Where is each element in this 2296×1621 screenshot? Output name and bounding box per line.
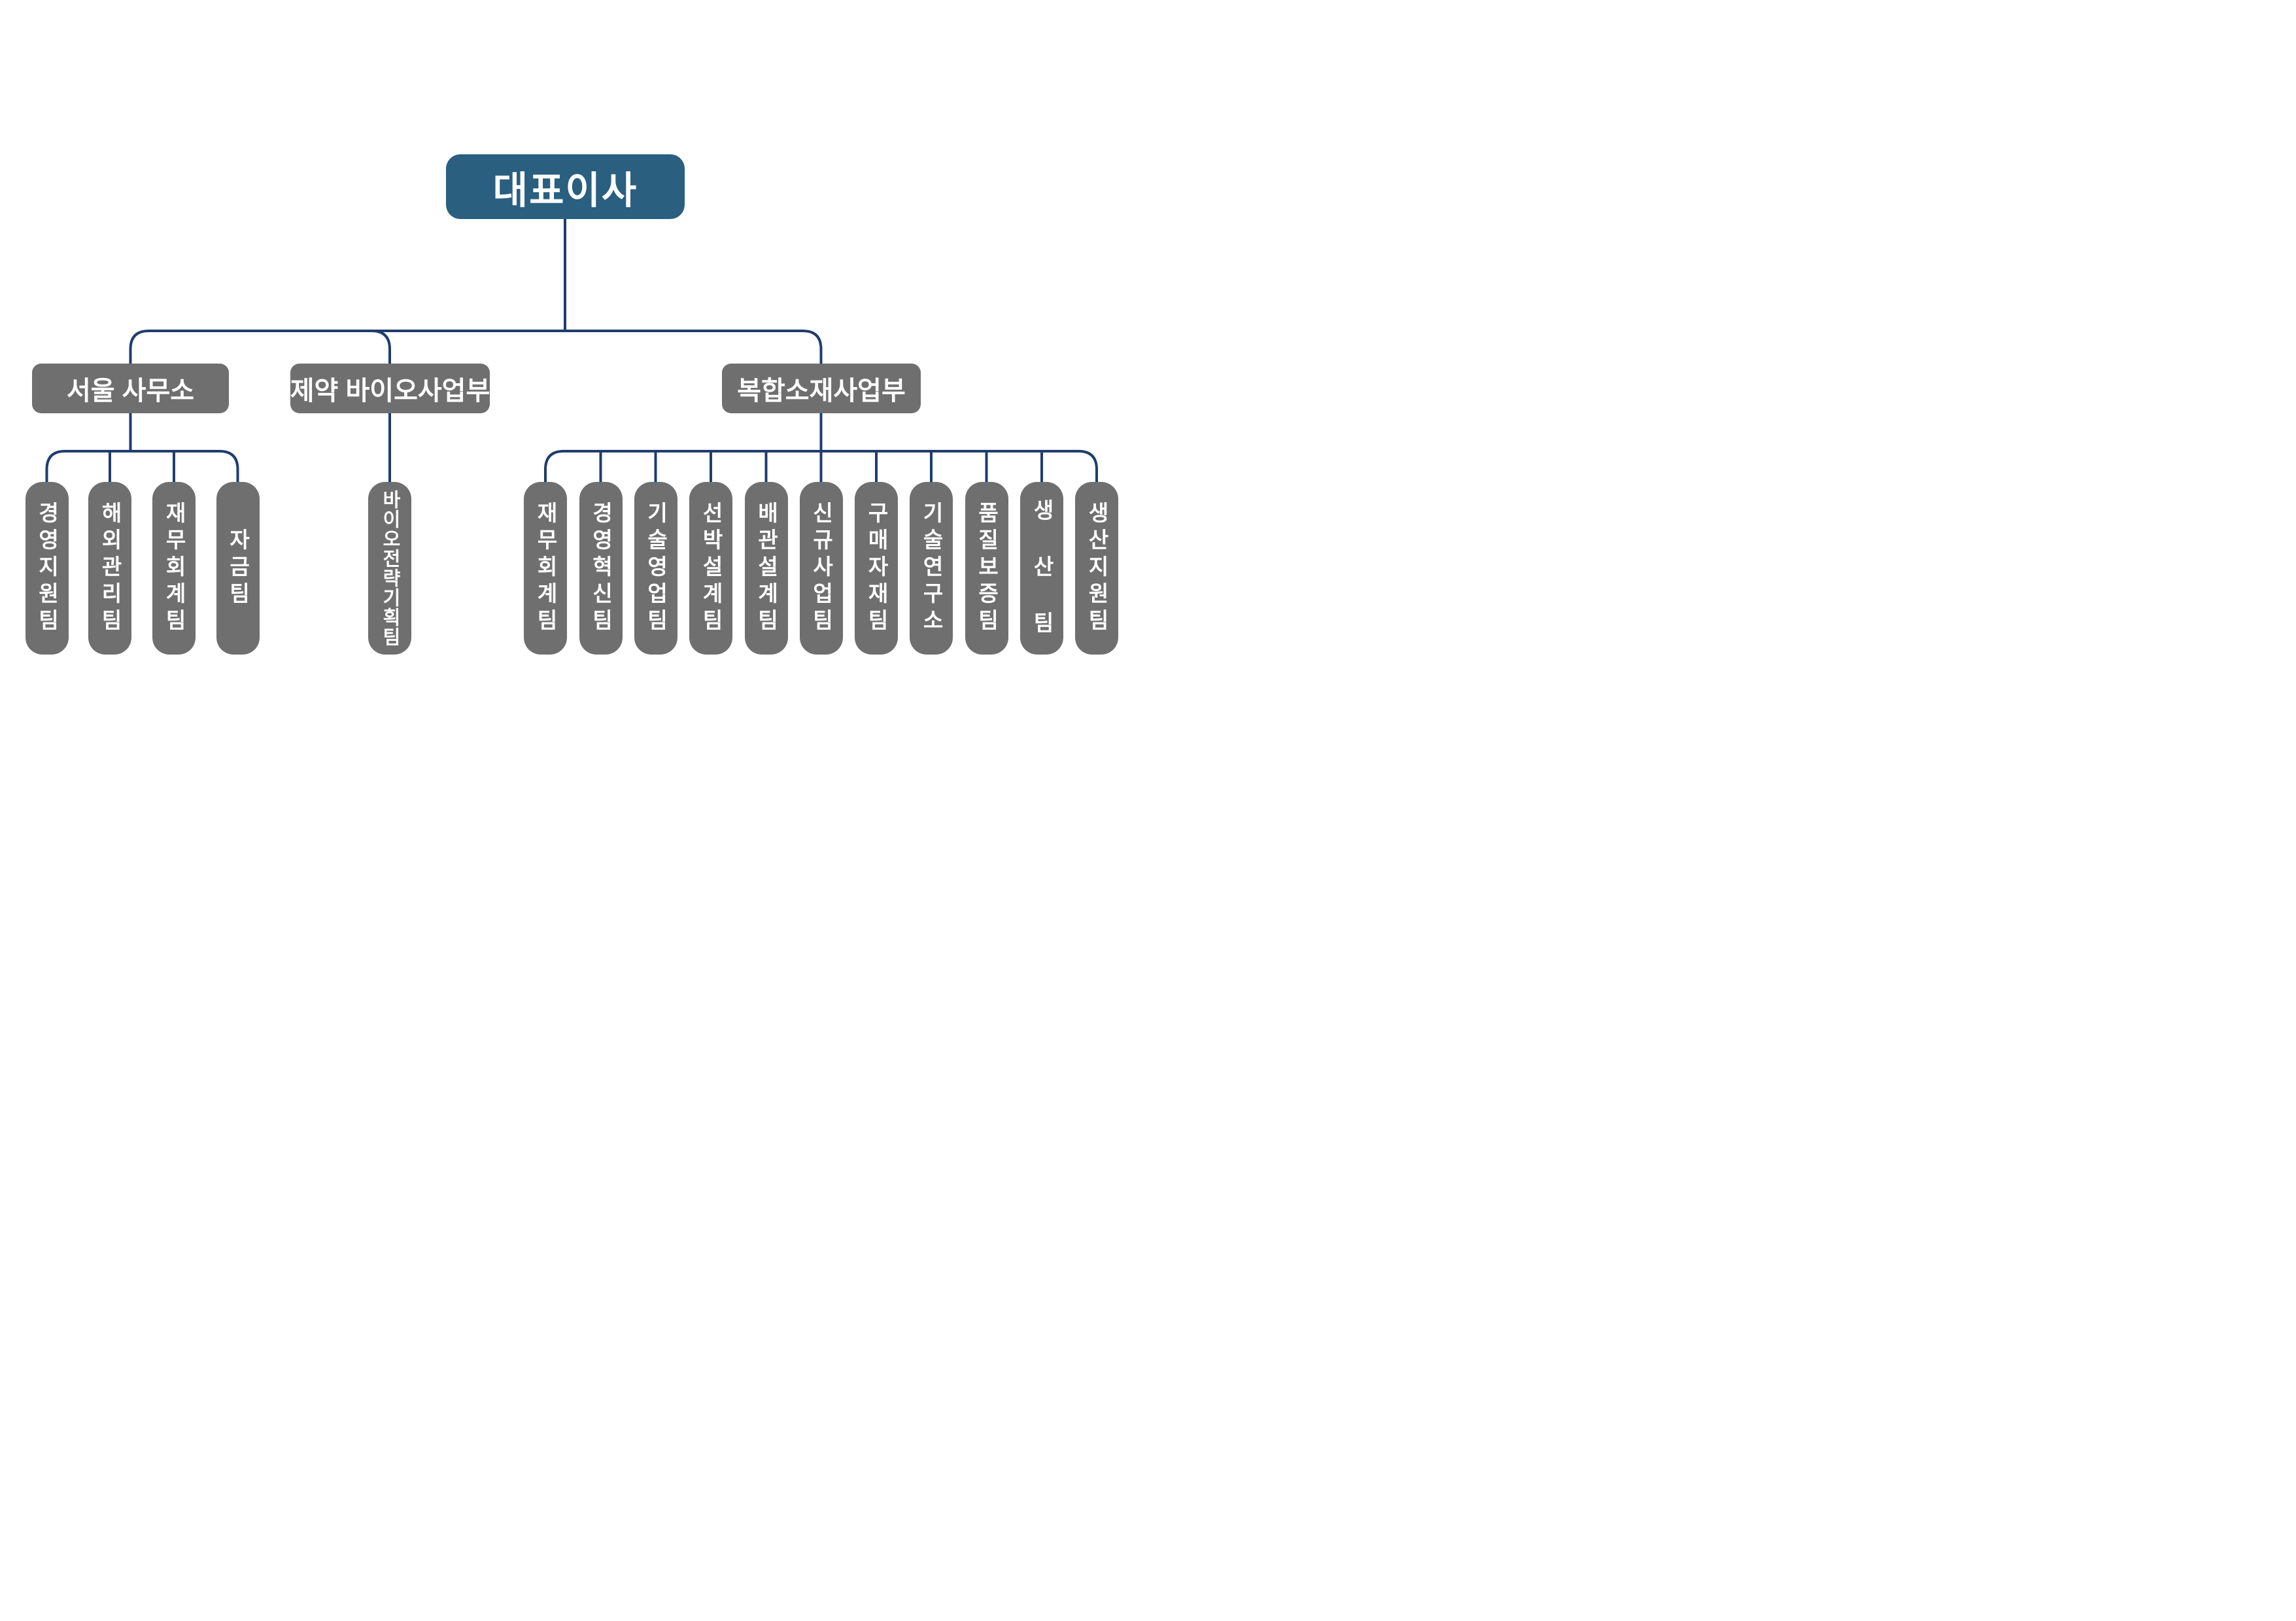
division-label: 제약 바이오사업부 [290,377,490,405]
team-label: 재무회계팀 [162,501,186,636]
org-node-team: 구매자재팀 [855,482,898,655]
org-node-team: 재무회계팀 [524,482,567,655]
org-node-team: 바이오전략기획팀 [368,482,411,655]
org-node-team: 경영지원팀 [25,482,69,655]
team-label: 자금팀 [226,528,250,609]
connector-lines [45,219,1098,482]
team-label: 경영지원팀 [35,501,60,636]
org-node-team: 선박설계팀 [689,482,732,655]
team-label: 재무회계팀 [534,501,558,636]
team-label: 경영혁신팀 [589,501,613,636]
team-label: 배관설계팀 [754,501,779,636]
org-node-division-seoul-office: 서울 사무소 [32,364,229,413]
org-node-ceo: 대표이사 [446,154,685,219]
org-node-team: 해외관리팀 [88,482,131,655]
division-label: 복합소재사업부 [737,377,906,405]
org-node-team: 배관설계팀 [744,482,788,655]
team-label: 기술연구소 [919,501,944,636]
org-node-division-composite-materials: 복합소재사업부 [722,364,921,413]
org-node-ceo-label: 대표이사 [492,169,638,212]
org-node-team: 생 산 팀 [1020,482,1063,655]
team-label: 바이오전략기획팀 [379,490,400,647]
org-node-team: 재무회계팀 [152,482,196,655]
team-label: 선박설계팀 [699,501,723,636]
team-label: 기술영업팀 [643,501,668,636]
org-node-team: 기술영업팀 [634,482,677,655]
team-label: 구매자재팀 [865,501,889,636]
team-label: 신규사업팀 [809,501,834,636]
org-chart: 대표이사 서울 사무소 제약 바이오사업부 복합소재사업부 경영지원팀 해외관리팀… [0,0,1148,811]
org-node-team: 기술연구소 [910,482,953,655]
org-node-team: 신규사업팀 [799,482,843,655]
team-label: 생 산 팀 [1030,498,1054,638]
division-label: 서울 사무소 [66,377,195,405]
team-label: 해외관리팀 [98,501,122,636]
org-node-team: 품질보증팀 [965,482,1008,655]
org-node-team: 경영혁신팀 [579,482,623,655]
org-node-team: 생산지원팀 [1075,482,1118,655]
org-node-team: 자금팀 [216,482,260,655]
team-label: 생산지원팀 [1085,501,1109,636]
org-node-division-pharma-bio: 제약 바이오사업부 [290,364,490,413]
team-label: 품질보증팀 [974,501,999,636]
